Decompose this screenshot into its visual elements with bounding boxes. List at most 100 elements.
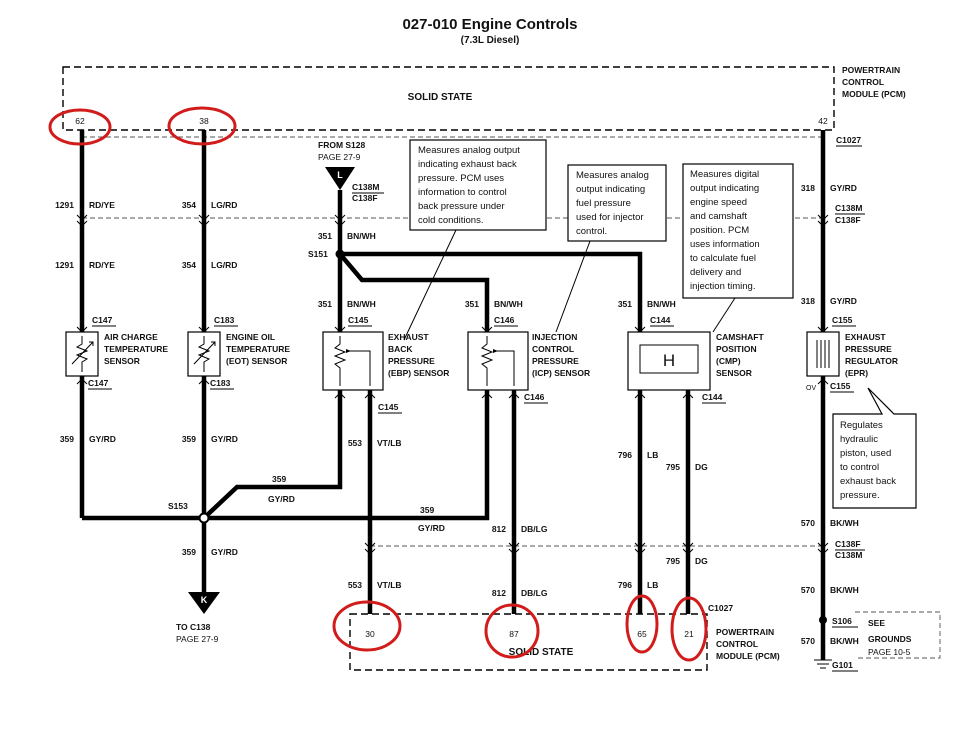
to-c138-letter: K — [201, 595, 208, 605]
connector-c138m-epr: C138M — [835, 203, 862, 213]
connector-c138f-bottom: C138F — [835, 539, 861, 549]
note-ebp: Measures analog output indicating exhaus… — [403, 139, 547, 341]
connector-c144-bottom: C144 — [702, 392, 723, 402]
wire-label-570-c: 570 — [801, 636, 815, 646]
note-epr-line-4: to control — [840, 462, 879, 473]
wire-color-lgrd-a: LG/RD — [211, 200, 237, 210]
wire-color-gyrd-a: GY/RD — [830, 183, 857, 193]
ebp-label-3: PRESSURE — [388, 356, 435, 366]
highlight-pin-87 — [484, 603, 540, 659]
splice-s153-dot — [198, 512, 210, 524]
wire-color-bnwh-a: BN/WH — [347, 231, 376, 241]
wire-label-351-c: 351 — [465, 299, 479, 309]
note-ebp-line-4: information to control — [418, 187, 507, 198]
connector-c183-bottom: C183 — [210, 378, 231, 388]
connector-c147-top: C147 — [92, 315, 113, 325]
wire-label-570-a: 570 — [801, 518, 815, 528]
note-cmp-line-2: output indicating — [690, 183, 759, 194]
note-cmp-line-8: delivery and — [690, 267, 741, 278]
connector-c138f-top: C138F — [352, 193, 378, 203]
pcm-pin-65: 65 — [637, 629, 647, 639]
wire-color-bnwh-b: BN/WH — [347, 299, 376, 309]
wire-label-351-d: 351 — [618, 299, 632, 309]
note-cmp: Measures digital output indicating engin… — [682, 163, 794, 333]
pcm-pin-42: 42 — [818, 116, 828, 126]
note-epr: Regulates hydraulic piston, used to cont… — [832, 387, 917, 509]
highlight-pin-38 — [167, 106, 237, 146]
note-icp-line-5: control. — [576, 226, 607, 237]
act-label-1: AIR CHARGE — [104, 332, 158, 342]
note-epr-line-2: hydraulic — [840, 434, 878, 445]
epr-label-4: (EPR) — [845, 368, 868, 378]
note-icp-line-2: output indicating — [576, 184, 645, 195]
pcm-pin-62: 62 — [75, 116, 85, 126]
note-icp-line-3: fuel pressure — [576, 198, 631, 209]
splice-s106-label: S106 — [832, 616, 852, 626]
wire-label-359-a: 359 — [60, 434, 74, 444]
cmp-label-1: CAMSHAFT — [716, 332, 764, 342]
splice-s151-dot — [335, 249, 345, 259]
wire-label-318-b: 318 — [801, 296, 815, 306]
wire-color-dg-a: DG — [695, 462, 708, 472]
icp-label-4: (ICP) SENSOR — [532, 368, 590, 378]
pcm-bottom-label-3: MODULE (PCM) — [716, 651, 780, 661]
see-grounds-box: SEE GROUNDS PAGE 10-5 — [855, 611, 941, 659]
splice-s153-label: S153 — [168, 501, 188, 511]
note-ebp-line-3: pressure. PCM uses — [418, 173, 504, 184]
ground-g101: G101 — [814, 659, 858, 672]
note-cmp-line-9: injection timing. — [690, 281, 755, 292]
connector-c183-top: C183 — [214, 315, 235, 325]
wire-color-gyrd-d: GY/RD — [211, 434, 238, 444]
wire-color-bkwh-c: BK/WH — [830, 636, 859, 646]
from-s128-letter: L — [337, 170, 343, 180]
connector-c144-top: C144 — [650, 315, 671, 325]
epr-ov-label: OV — [806, 385, 816, 392]
icp-label-3: PRESSURE — [532, 356, 579, 366]
cmp-hall-symbol: H — [663, 351, 675, 370]
epr-label-2: PRESSURE — [845, 344, 892, 354]
eot-sensor: C183 C183 ENGINE OIL TEMPERATURE (EOT) S… — [187, 315, 290, 390]
to-c138-line2: PAGE 27-9 — [176, 634, 219, 644]
pcm-top-solid-state: SOLID STATE — [408, 92, 473, 103]
wire-color-vtlb-a: VT/LB — [377, 438, 402, 448]
wire-label-1291-a: 1291 — [55, 200, 74, 210]
note-ebp-line-1: Measures analog output — [418, 145, 520, 156]
note-epr-line-5: exhaust back — [840, 476, 896, 487]
note-ebp-line-2: indicating exhaust back — [418, 159, 517, 170]
epr-label-1: EXHAUST — [845, 332, 886, 342]
ebp-label-2: BACK — [388, 344, 413, 354]
highlight-circles — [48, 106, 708, 662]
wire-label-351-b: 351 — [318, 299, 332, 309]
wire-label-812-a: 812 — [492, 524, 506, 534]
cmp-sensor: H C144 C144 CAMSHAFT POSITION (CMP) SENS… — [627, 315, 764, 404]
eot-label-1: ENGINE OIL — [226, 332, 275, 342]
wire-label-351-a: 351 — [318, 231, 332, 241]
note-cmp-line-5: position. PCM — [690, 225, 749, 236]
diagram-title: 027-010 Engine Controls — [402, 16, 577, 33]
wire-label-553-b: 553 — [348, 580, 362, 590]
icp-label-2: CONTROL — [532, 344, 574, 354]
note-icp: Measures analog output indicating fuel p… — [555, 164, 667, 333]
from-s128-line1: FROM S128 — [318, 140, 366, 150]
wire-color-gyrd-c: GY/RD — [89, 434, 116, 444]
diagram-subtitle: (7.3L Diesel) — [461, 35, 520, 46]
connector-c146-bottom: C146 — [524, 392, 545, 402]
note-ebp-line-6: cold conditions. — [418, 215, 483, 226]
connector-c138m-top: C138M — [352, 182, 379, 192]
wire-color-dg-b: DG — [695, 556, 708, 566]
wire-color-rdye-b: RD/YE — [89, 260, 115, 270]
wire-color-gyrd-b: GY/RD — [830, 296, 857, 306]
wire-label-354-a: 354 — [182, 200, 196, 210]
splice-s106-dot — [819, 616, 827, 624]
connector-c147-bottom: C147 — [88, 378, 109, 388]
see-grounds-line1: SEE — [868, 618, 885, 628]
note-cmp-line-4: and camshaft — [690, 211, 747, 222]
wire-color-dblg-b: DB/LG — [521, 588, 548, 598]
wire-label-795-b: 795 — [666, 556, 680, 566]
wire-color-gyrd-f: GY/RD — [418, 523, 445, 533]
act-label-2: TEMPERATURE — [104, 344, 168, 354]
wire-label-354-b: 354 — [182, 260, 196, 270]
wire-label-359-d: 359 — [420, 505, 434, 515]
from-s128-line2: PAGE 27-9 — [318, 152, 361, 162]
epr-solenoid: C155 C155 OV EXHAUST PRESSURE REGULATOR … — [806, 315, 898, 393]
